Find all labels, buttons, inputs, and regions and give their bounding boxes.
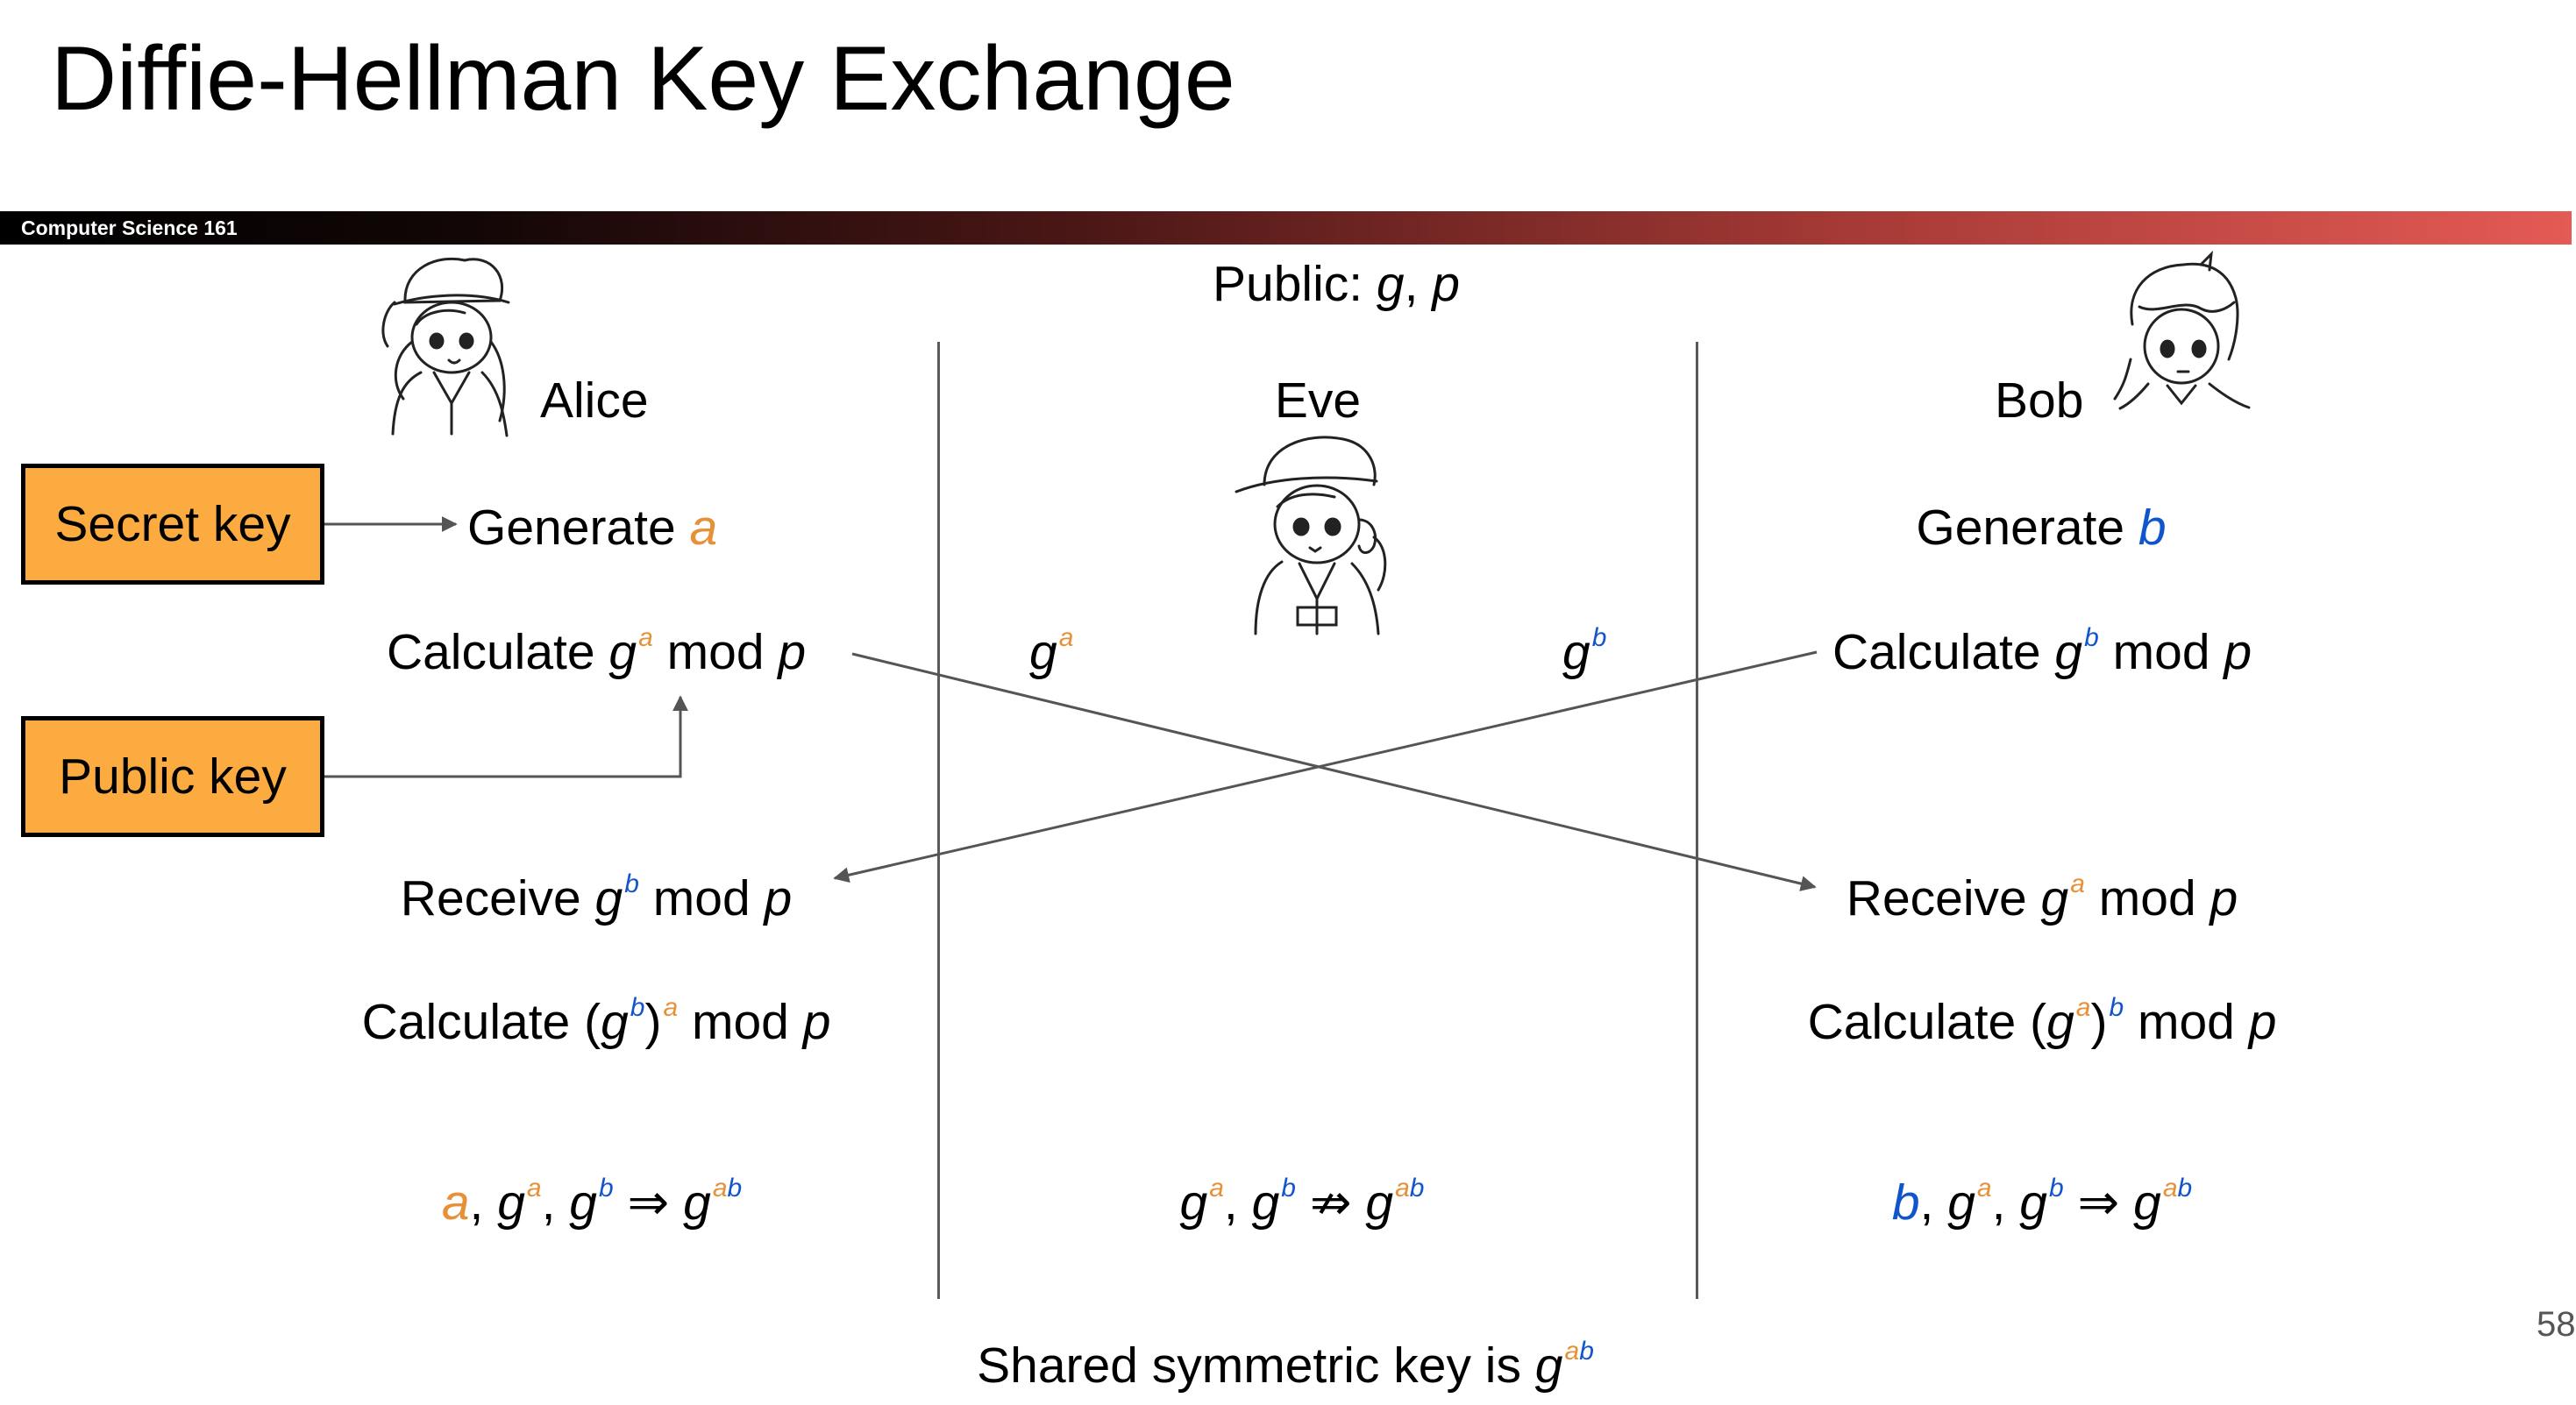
alice-conclusion: a, ga, gb ⇒ gab bbox=[441, 1174, 743, 1231]
bob-calculate-public: Calculate gb mod p bbox=[1832, 623, 2252, 680]
divider-alice-eve bbox=[937, 342, 940, 1299]
public-key-box: Public key bbox=[21, 716, 324, 837]
alice-receive-step: Receive gb mod p bbox=[400, 869, 793, 926]
alice-label: Alice bbox=[540, 373, 649, 429]
divider-eve-bob bbox=[1696, 342, 1698, 1299]
eve-sees-ga: ga bbox=[1029, 623, 1074, 680]
alice-calculate-public: Calculate ga mod p bbox=[386, 623, 807, 680]
page-number: 58 bbox=[2537, 1305, 2576, 1344]
alice-generate-step: Generate a bbox=[467, 500, 718, 556]
public-key-arrow bbox=[324, 695, 688, 778]
public-parameters: Public: g, p bbox=[1212, 256, 1461, 312]
alice-portrait-icon bbox=[381, 257, 510, 437]
course-label: Computer Science 161 bbox=[21, 216, 238, 239]
eve-label: Eve bbox=[1274, 373, 1362, 429]
eve-portrait-icon bbox=[1235, 436, 1387, 635]
shared-key-statement: Shared symmetric key is gab bbox=[977, 1337, 1594, 1394]
course-banner: Computer Science 161 bbox=[0, 211, 2572, 245]
bob-label: Bob bbox=[1995, 373, 2084, 429]
ga-to-bob-arrow bbox=[851, 652, 1817, 891]
alice-calculate-shared: Calculate (gb)a mod p bbox=[361, 993, 831, 1050]
bob-calculate-shared: Calculate (ga)b mod p bbox=[1807, 993, 2277, 1050]
eve-conclusion: ga, gb ⇏ gab bbox=[1179, 1174, 1425, 1231]
bob-portrait-icon bbox=[2113, 250, 2251, 410]
secret-key-box: Secret key bbox=[21, 464, 324, 585]
bob-conclusion: b, ga, gb ⇒ gab bbox=[1891, 1174, 2193, 1231]
slide-title: Diffie-Hellman Key Exchange bbox=[51, 28, 1235, 130]
eve-sees-gb: gb bbox=[1562, 623, 1607, 680]
bob-receive-step: Receive ga mod p bbox=[1846, 869, 2238, 926]
gb-to-alice-arrow bbox=[833, 650, 1818, 883]
bob-generate-step: Generate b bbox=[1916, 500, 2167, 556]
